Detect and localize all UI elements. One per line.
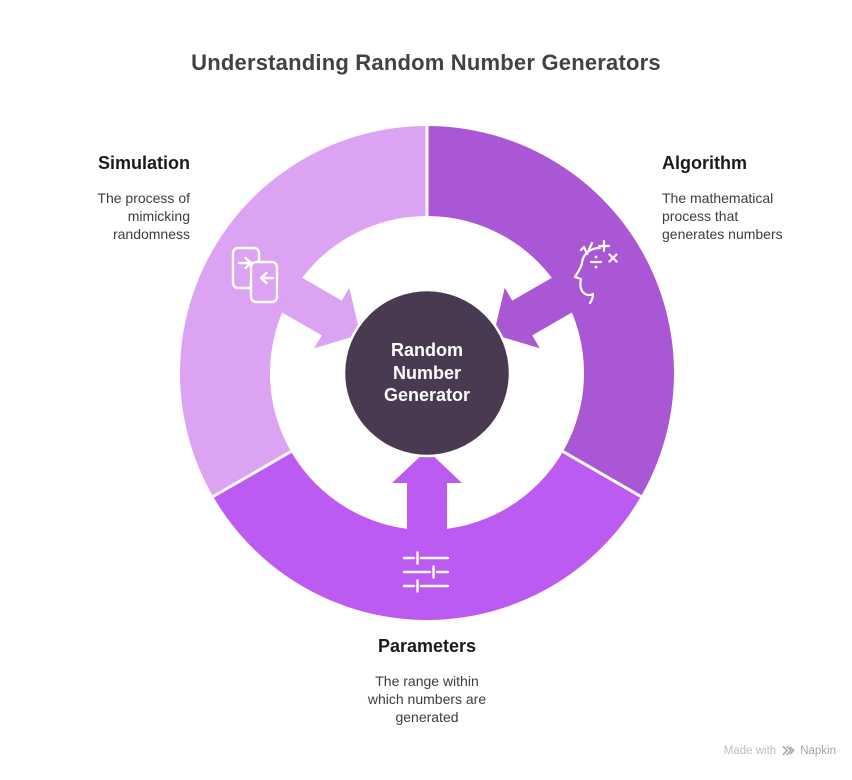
arrow-simulation — [275, 274, 361, 349]
watermark-prefix: Made with — [723, 744, 777, 757]
sliders-icon — [402, 551, 450, 593]
parameters-title: Parameters — [377, 636, 477, 656]
page-title: Understanding Random Number Generators — [191, 50, 661, 75]
parameters-description: The range within which numbers are gener… — [367, 673, 487, 725]
label-simulation: Simulation The process of mimicking rand… — [65, 153, 190, 243]
simulation-description: The process of mimicking randomness — [97, 190, 190, 242]
algorithm-title: Algorithm — [662, 153, 747, 173]
segment-algorithm — [427, 126, 674, 497]
arrow-parameters — [392, 450, 462, 536]
segment-simulation — [180, 126, 427, 497]
simulation-title: Simulation — [97, 153, 190, 173]
segment-dividers — [212, 126, 642, 498]
arrow-algorithm — [493, 274, 579, 349]
label-parameters: Parameters The range within which number… — [365, 636, 489, 726]
center-circle — [342, 288, 512, 458]
label-algorithm: Algorithm The mathematical process that … — [662, 153, 794, 243]
algorithm-description: The mathematical process that generates … — [662, 190, 783, 242]
watermark-brand: Napkin — [800, 744, 836, 757]
napkin-logo-icon — [782, 745, 795, 756]
center-label: Random Number Generator — [383, 340, 471, 405]
math-head-icon — [573, 239, 618, 305]
swap-icon — [231, 246, 279, 304]
watermark: Made with Napkin — [724, 744, 836, 757]
